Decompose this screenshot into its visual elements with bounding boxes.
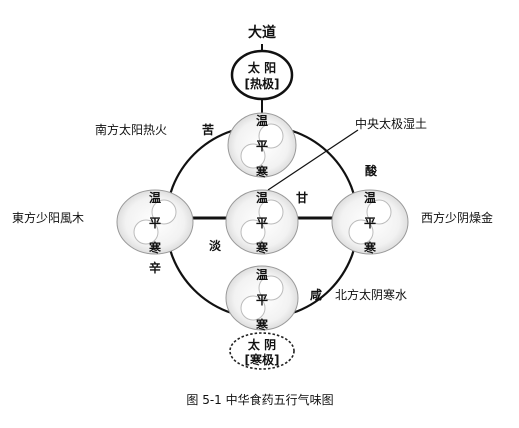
node-south: 温 平 寒 — [227, 112, 297, 179]
taste-bitter: 苦 — [202, 122, 214, 137]
node-west-mid: 平 — [364, 216, 376, 230]
figure-caption: 图 5-1 中华食药五行气味图 — [186, 392, 333, 407]
taste-sweet: 甘 — [296, 190, 308, 205]
region-north: 北方太阴寒水 — [335, 287, 407, 302]
region-center: 中央太极湿土 — [355, 116, 427, 131]
node-east-bottom: 寒 — [148, 240, 161, 255]
node-center-bottom: 寒 — [255, 240, 268, 255]
node-south-bottom: 寒 — [255, 164, 268, 179]
node-south-mid: 平 — [256, 139, 268, 153]
bottom-pole-name: 太 阴 — [248, 337, 276, 352]
node-south-top: 温 — [256, 114, 268, 128]
node-center: 温 平 寒 — [225, 189, 299, 255]
node-center-mid: 平 — [256, 216, 268, 230]
top-pole: 太 阳 [热极] — [230, 49, 294, 101]
node-north: 温 平 寒 — [225, 265, 299, 332]
node-east-top: 温 — [149, 191, 161, 205]
node-east: 温 平 寒 — [116, 189, 194, 255]
node-north-bottom: 寒 — [255, 317, 268, 332]
center-pointer — [267, 129, 359, 191]
node-west-top: 温 — [364, 191, 376, 205]
region-south: 南方太阳热火 — [95, 122, 167, 137]
node-north-mid: 平 — [256, 293, 268, 307]
node-center-top: 温 — [256, 191, 268, 205]
taste-pungent: 辛 — [149, 260, 161, 275]
region-east: 東方少阳風木 — [12, 210, 84, 225]
bottom-pole-tag: [寒极] — [245, 352, 280, 367]
taste-bland: 淡 — [209, 239, 222, 253]
top-pole-name: 太 阳 — [248, 60, 276, 75]
top-pole-tag: [热极] — [245, 76, 280, 91]
dadao-label: 大道 — [248, 24, 276, 41]
taste-sour: 酸 — [365, 163, 378, 178]
node-west-bottom: 寒 — [363, 240, 376, 255]
node-north-top: 温 — [256, 268, 268, 282]
node-east-mid: 平 — [149, 216, 161, 230]
region-west: 西方少阴燥金 — [421, 210, 493, 225]
taste-salty: 咸 — [310, 287, 322, 302]
node-west: 温 平 寒 — [331, 189, 409, 255]
bottom-pole: 太 阴 [寒极] — [229, 332, 295, 370]
